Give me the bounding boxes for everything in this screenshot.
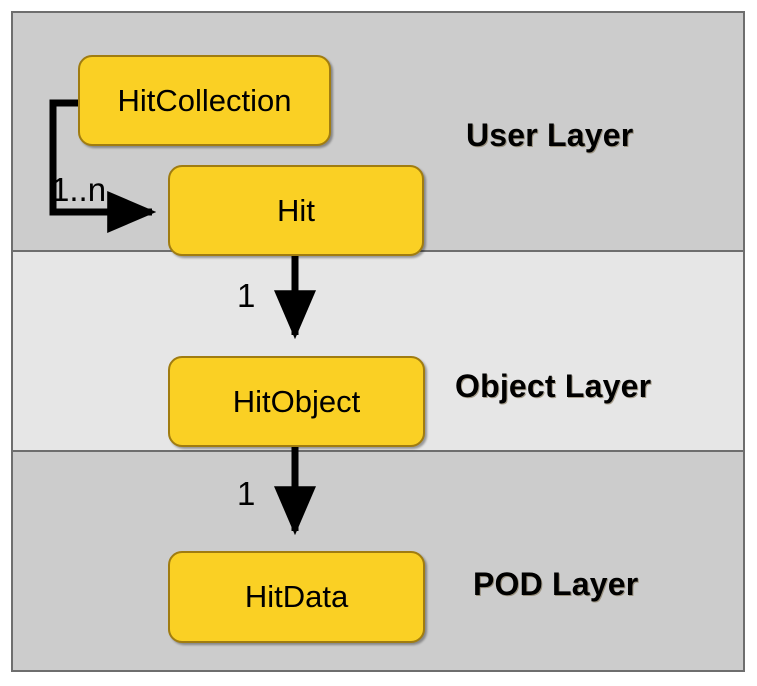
multiplicity-label-hitobject-hitdata: 1 — [237, 475, 256, 512]
node-hitcollection[interactable]: HitCollection — [78, 55, 331, 146]
multiplicity-label-hit-hitobject: 1 — [237, 277, 256, 314]
node-hit[interactable]: Hit — [168, 165, 424, 256]
node-hitdata-label: HitData — [244, 579, 349, 614]
node-hitobject-label: HitObject — [232, 383, 361, 419]
node-hitcollection-label: HitCollection — [117, 82, 292, 118]
layer-label-user: User Layer — [466, 117, 634, 153]
layer-label-pod: POD Layer — [473, 566, 639, 602]
node-hitdata[interactable]: HitData — [168, 551, 425, 643]
layer-label-object: Object Layer — [455, 368, 652, 404]
node-hit-label: Hit — [277, 192, 315, 228]
diagram-frame: 1..n 1 1 HitCollection Hit HitObject Hit… — [11, 11, 745, 672]
node-hitobject[interactable]: HitObject — [168, 356, 425, 447]
multiplicity-label-1n: 1..n — [51, 171, 107, 208]
